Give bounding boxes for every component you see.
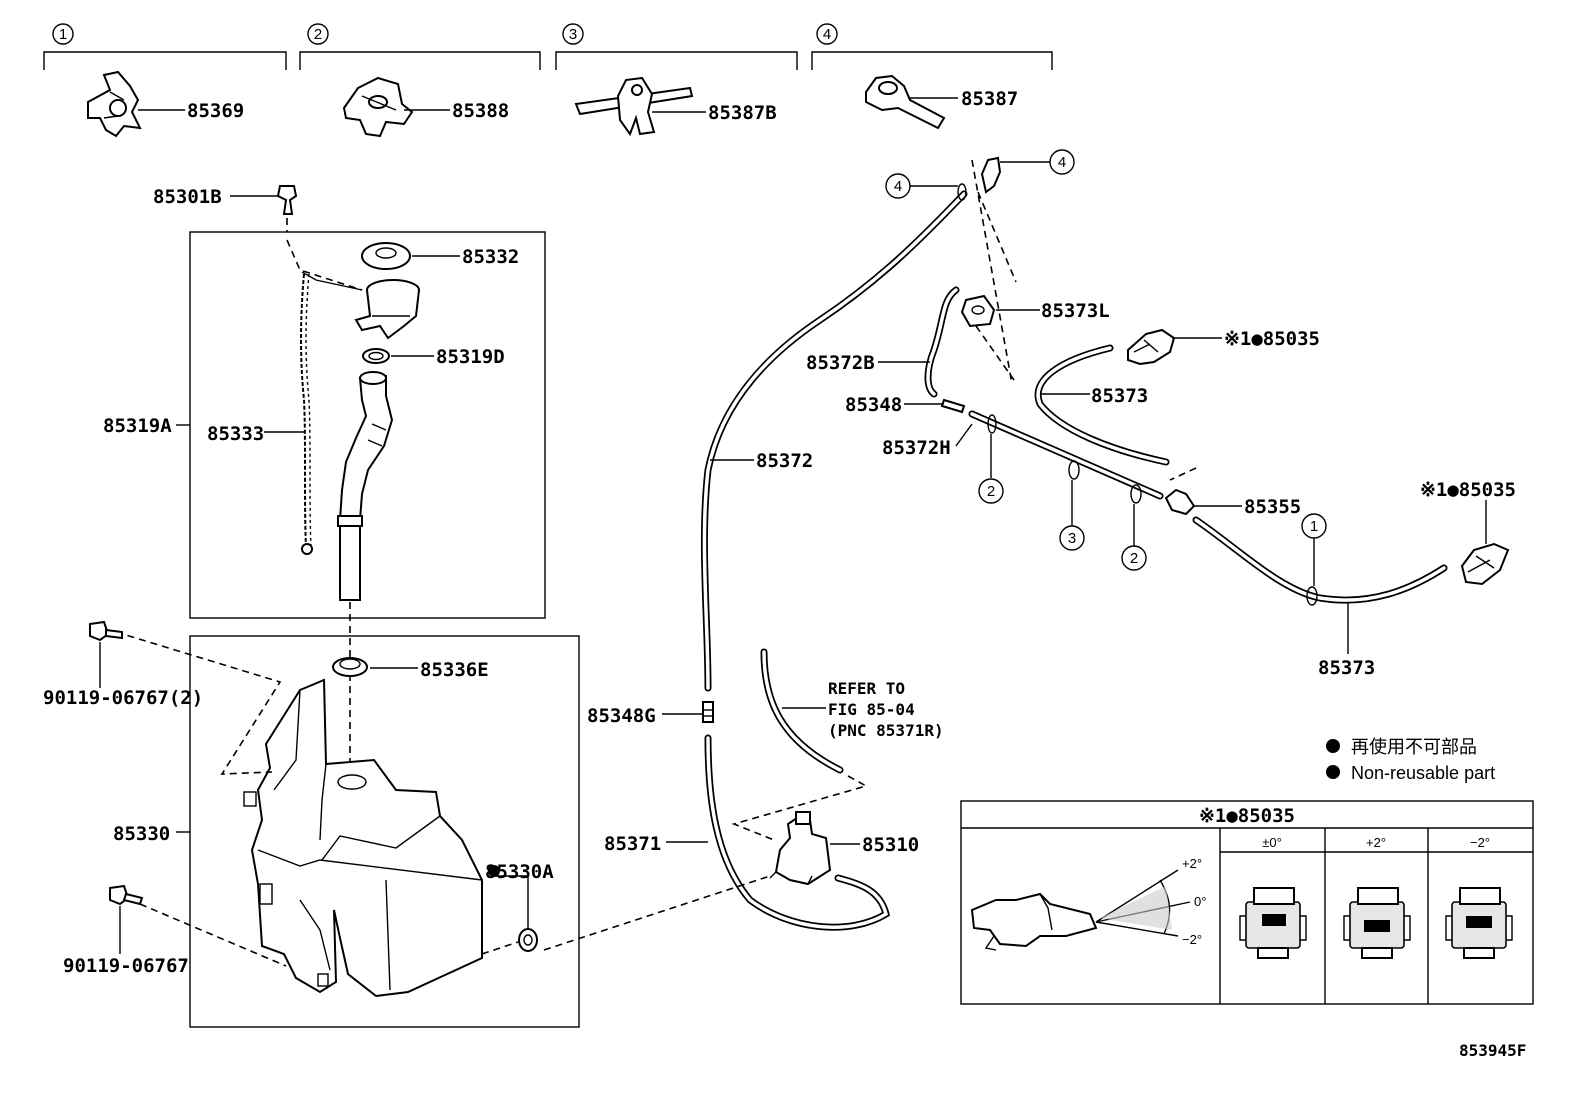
cap-85332-shape — [361, 242, 411, 270]
label-85336E: 85336E — [420, 659, 489, 681]
hose-85373-upper — [1034, 344, 1170, 466]
label-85319D: 85319D — [436, 346, 505, 368]
clip-group-1: 1 85369 — [43, 23, 287, 138]
label-85330A: 85330A — [485, 861, 554, 883]
bolt-90119-lower: 90119-06767 — [63, 884, 189, 977]
callout-2-upper: 2 — [987, 483, 995, 500]
pump-85310-shape — [769, 811, 832, 886]
label-85355: 85355 — [1244, 496, 1301, 518]
clip-group-1-number: 1 — [59, 26, 67, 43]
hose-85371: 85371 — [604, 734, 891, 931]
label-85373L: 85373L — [1041, 300, 1110, 322]
grommet-85330A-shape — [518, 928, 538, 952]
nozzle-85035-upper-shape — [1127, 328, 1176, 366]
figure-id: 853945F — [1459, 1041, 1526, 1060]
clip-85369-shape — [87, 70, 142, 138]
clip-85388-shape — [342, 76, 414, 138]
filler-assembly: 85301B 85332 85319D — [103, 185, 546, 619]
bolt-90119-upper: 90119-06767(2) — [43, 620, 203, 709]
clip-group-2: 2 85388 — [299, 23, 541, 138]
label-85348G: 85348G — [587, 705, 656, 727]
refer-hose: REFER TO FIG 85-04 (PNC 85371R) — [731, 648, 944, 841]
legend-bullet-jp — [1326, 739, 1340, 753]
label-90119-2: 90119-06767(2) — [43, 687, 203, 709]
label-85387B: 85387B — [708, 102, 777, 124]
hose-85372: 85372 — [700, 190, 968, 692]
nozzle-85035-lower-shape — [1460, 542, 1510, 586]
clip-85387B-shape — [574, 76, 694, 137]
label-85387: 85387 — [961, 88, 1018, 110]
strap-85333-shape — [300, 271, 363, 555]
label-85301B: 85301B — [153, 186, 222, 208]
joint-85348G-shape — [702, 701, 714, 723]
legend: 再使用不可部品 Non-reusable part — [1326, 737, 1495, 783]
pin-85301B-shape — [276, 185, 298, 215]
clip-85373L-shape — [960, 294, 996, 328]
clip-85387-shape — [865, 74, 946, 130]
table-title: ※1●85035 — [1199, 805, 1295, 827]
label-85369: 85369 — [187, 100, 244, 122]
callout-3: 3 — [1068, 530, 1076, 547]
grommet-85336E-shape — [332, 657, 368, 677]
callout-4-right: 4 — [1058, 154, 1066, 171]
label-85333: 85333 — [207, 423, 264, 445]
refer-note-line3: (PNC 85371R) — [828, 721, 944, 740]
hose-85372H — [968, 410, 1164, 500]
callout-4-left: 4 — [894, 178, 902, 195]
angle-plus2: +2° — [1182, 856, 1202, 871]
clip-group-3-number: 3 — [569, 26, 577, 43]
nonreusable-mark-85330A — [488, 865, 500, 877]
callout-2-lower: 2 — [1130, 550, 1138, 567]
label-85348: 85348 — [845, 394, 902, 416]
joint-85355-shape — [1164, 488, 1196, 516]
label-85310: 85310 — [862, 834, 919, 856]
hose-85372B — [924, 286, 960, 398]
clip-top-shape — [980, 156, 1002, 194]
table-col-plus2: +2° — [1366, 835, 1386, 850]
callout-1: 1 — [1310, 518, 1318, 535]
oring-85319D-shape — [362, 348, 390, 364]
label-85373-lower: 85373 — [1318, 657, 1375, 679]
label-85319A: 85319A — [103, 415, 172, 437]
nozzle-angle-table: ※1●85035 ±0° +2° −2° +2° 0° −2° — [960, 800, 1534, 1005]
label-90119: 90119-06767 — [63, 955, 189, 977]
label-85388: 85388 — [452, 100, 509, 122]
label-85035-lower: ※1●85035 — [1420, 479, 1516, 501]
clip-group-4-number: 4 — [823, 26, 831, 43]
legend-bullet-en — [1326, 765, 1340, 779]
hose-85373-lower — [1192, 516, 1448, 604]
refer-note-line1: REFER TO — [828, 679, 905, 698]
nozzle-front-plus2 — [1343, 887, 1411, 959]
table-col-minus2: −2° — [1470, 835, 1490, 850]
nozzle-side-view: +2° 0° −2° — [970, 856, 1206, 951]
legend-en: Non-reusable part — [1351, 763, 1495, 783]
label-85372H: 85372H — [882, 437, 951, 459]
refer-note-line2: FIG 85-04 — [828, 700, 915, 719]
clip-group-3: 3 85387B — [555, 23, 798, 137]
angle-0: 0° — [1194, 894, 1206, 909]
filler-neck-top-shape — [354, 279, 420, 340]
label-85035-upper: ※1●85035 — [1224, 328, 1320, 350]
label-85332: 85332 — [462, 246, 519, 268]
clip-group-2-number: 2 — [314, 26, 322, 43]
filler-pipe-shape — [337, 371, 394, 601]
clip-group-4: 4 85387 — [811, 23, 1053, 130]
tank-85330-shape — [243, 678, 483, 998]
label-85371: 85371 — [604, 833, 661, 855]
joint-85348-shape — [940, 398, 966, 414]
label-85372B: 85372B — [806, 352, 875, 374]
angle-minus2: −2° — [1182, 932, 1202, 947]
label-85372: 85372 — [756, 450, 813, 472]
label-85330: 85330 — [113, 823, 170, 845]
nozzle-front-minus2 — [1445, 887, 1513, 959]
nozzle-front-0 — [1239, 887, 1307, 959]
legend-jp: 再使用不可部品 — [1351, 737, 1477, 757]
table-col-0: ±0° — [1262, 835, 1282, 850]
label-85373-upper: 85373 — [1091, 385, 1148, 407]
tank-assembly: 85336E 85330 85330A — [113, 631, 580, 1028]
